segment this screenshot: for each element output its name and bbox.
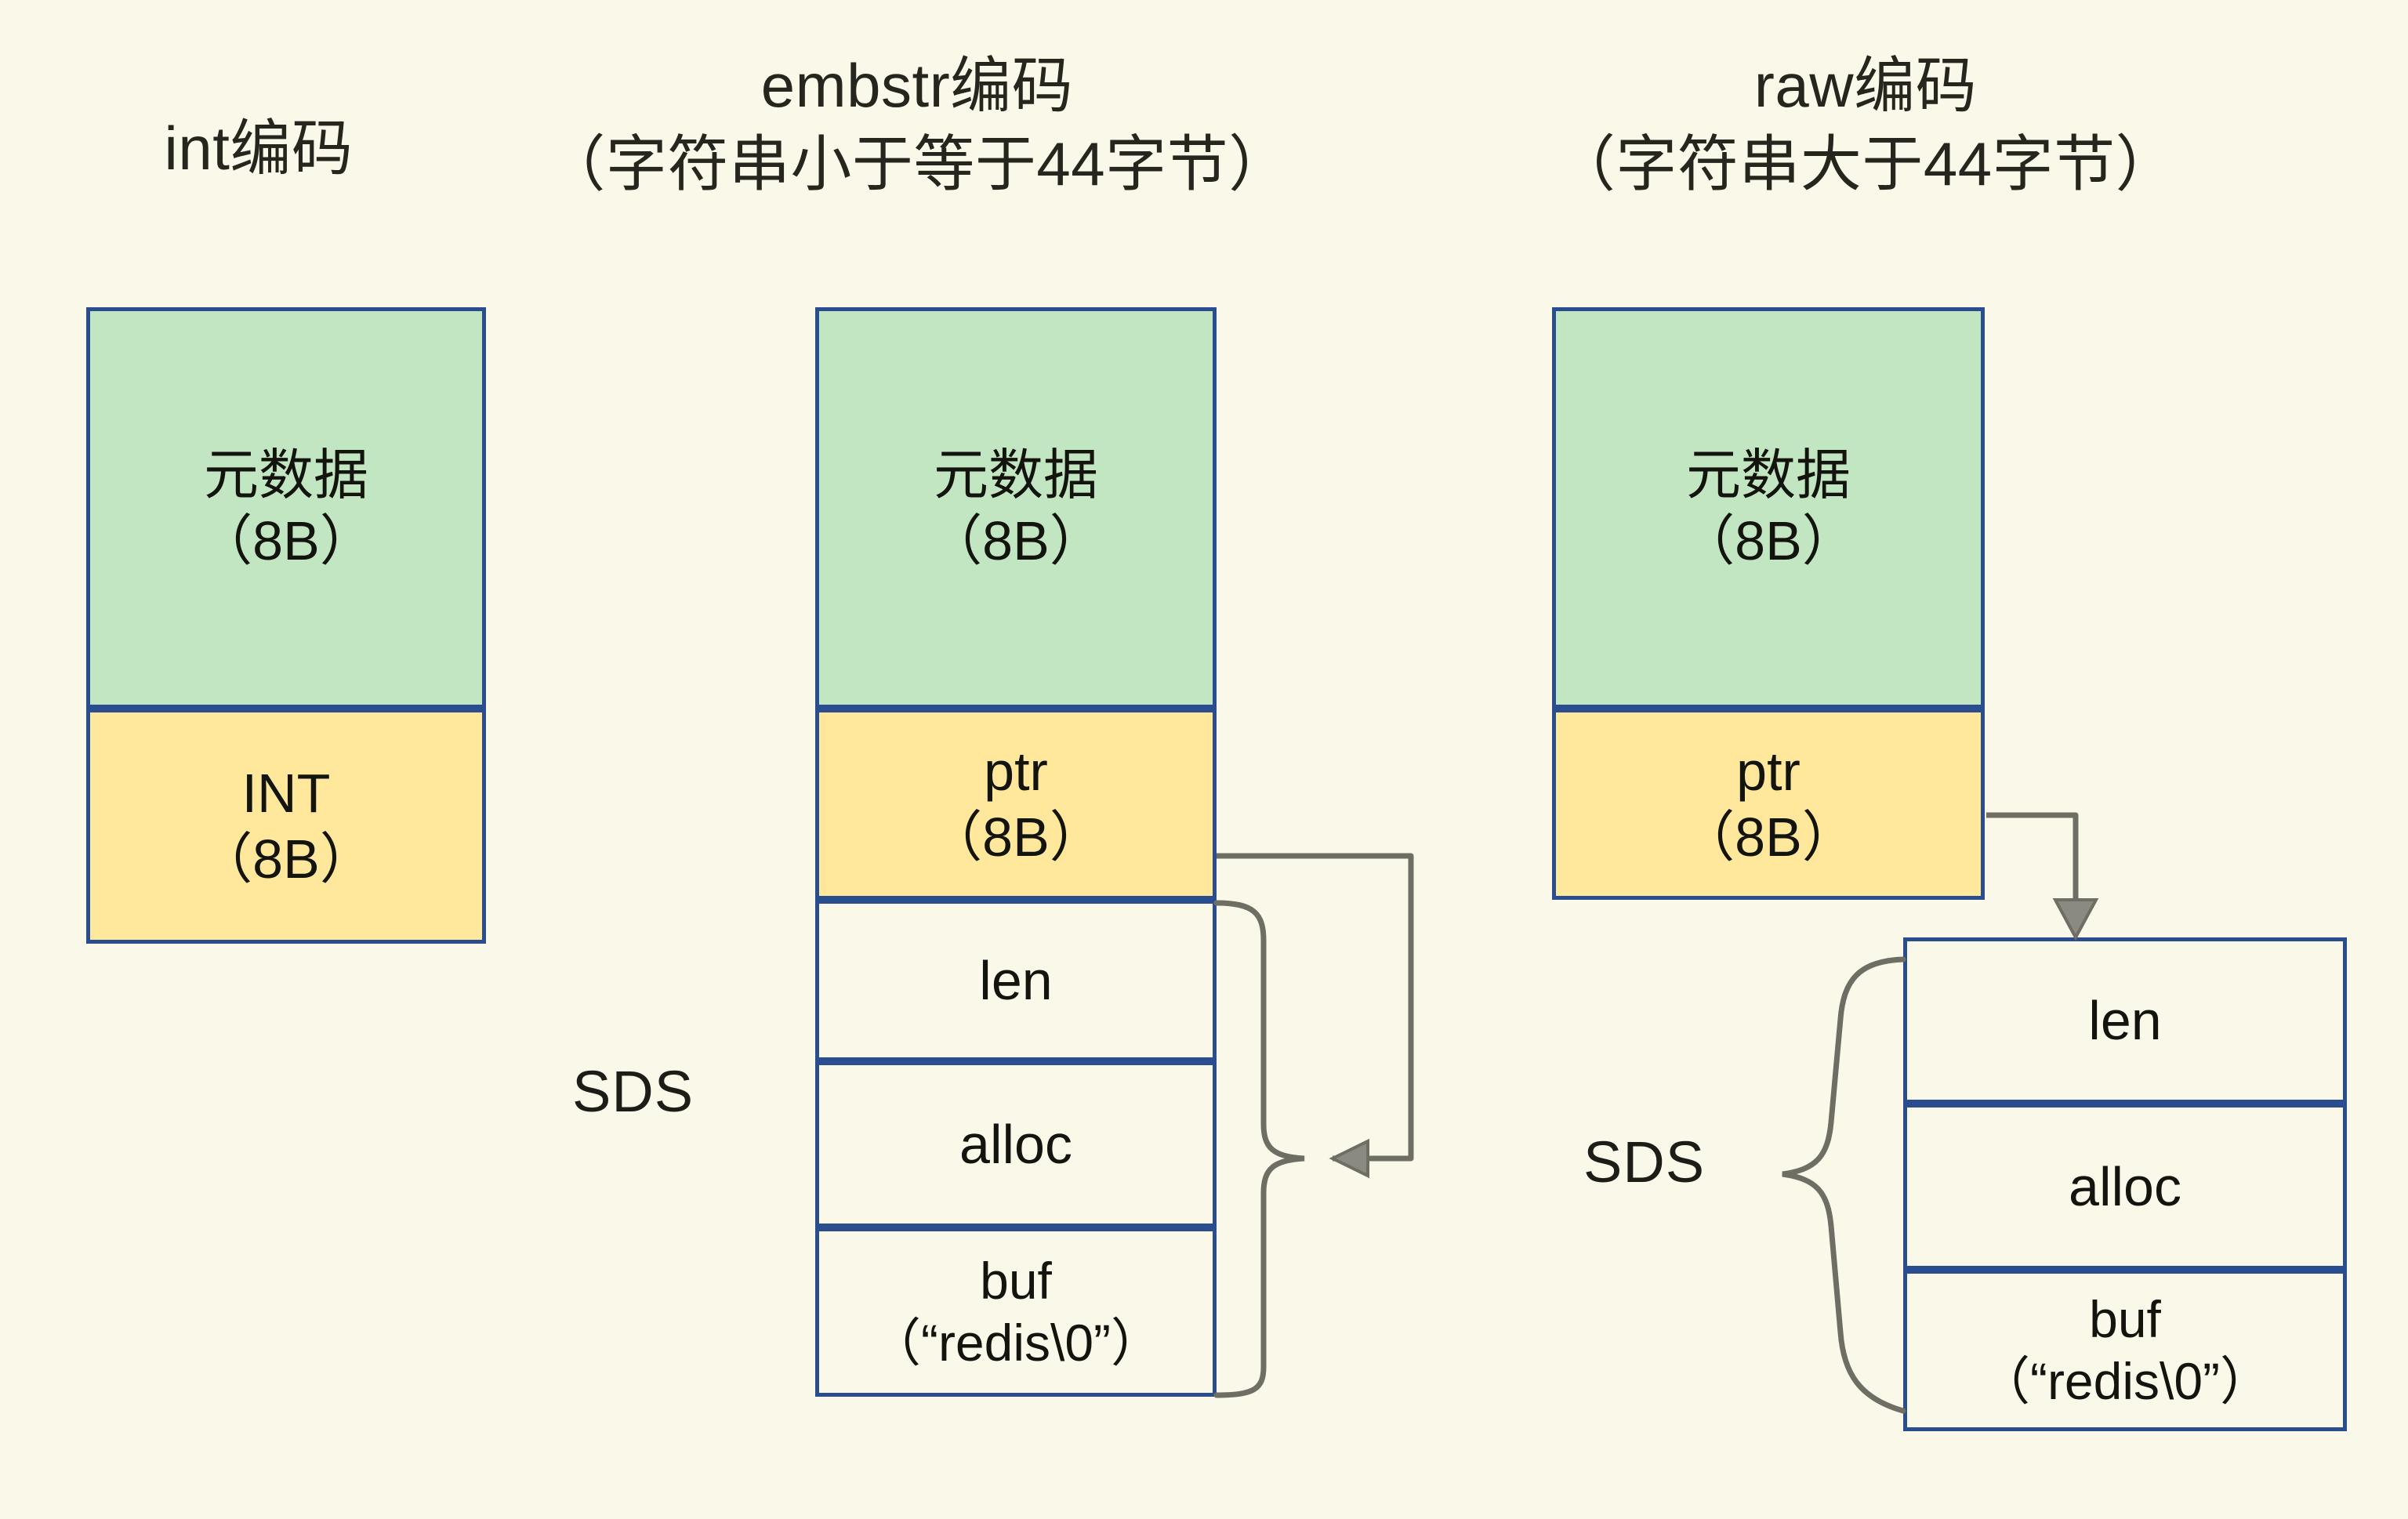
raw-ptr-box: ptr （8B） bbox=[1552, 709, 1985, 900]
int-metadata-box: 元数据 （8B） bbox=[86, 307, 486, 709]
embstr-sds-buf-box: buf （“redis\0”） bbox=[815, 1227, 1217, 1397]
raw-sds-len-box: len bbox=[1903, 937, 2347, 1104]
raw-sds-alloc-box: alloc bbox=[1903, 1104, 2347, 1270]
column-title-int: int编码 bbox=[164, 114, 354, 183]
int-value-box: INT （8B） bbox=[86, 709, 486, 944]
embstr-metadata-box: 元数据 （8B） bbox=[815, 307, 1217, 709]
raw-metadata-box: 元数据 （8B） bbox=[1552, 307, 1985, 709]
raw-sds-buf-box: buf （“redis\0”） bbox=[1903, 1270, 2347, 1431]
embstr-sds-label: SDS bbox=[572, 1059, 694, 1124]
embstr-ptr-box: ptr （8B） bbox=[815, 709, 1217, 900]
column-title-raw: raw编码 （字符串大于44字节） bbox=[1554, 51, 2178, 198]
raw-sds-label: SDS bbox=[1583, 1129, 1706, 1195]
raw-ptr-arrowhead bbox=[2052, 898, 2099, 941]
embstr-ptr-arrowhead bbox=[1329, 1138, 1369, 1179]
raw-ptr-arrow-line bbox=[1986, 812, 2079, 901]
raw-sds-brace bbox=[1782, 956, 1906, 1414]
embstr-sds-alloc-box: alloc bbox=[815, 1061, 1217, 1227]
column-title-embstr: embstr编码 （字符串小于等于44字节） bbox=[544, 51, 1290, 198]
embstr-ptr-arrow-line bbox=[1217, 853, 1414, 1162]
embstr-sds-brace bbox=[1213, 900, 1305, 1398]
embstr-sds-len-box: len bbox=[815, 900, 1217, 1061]
